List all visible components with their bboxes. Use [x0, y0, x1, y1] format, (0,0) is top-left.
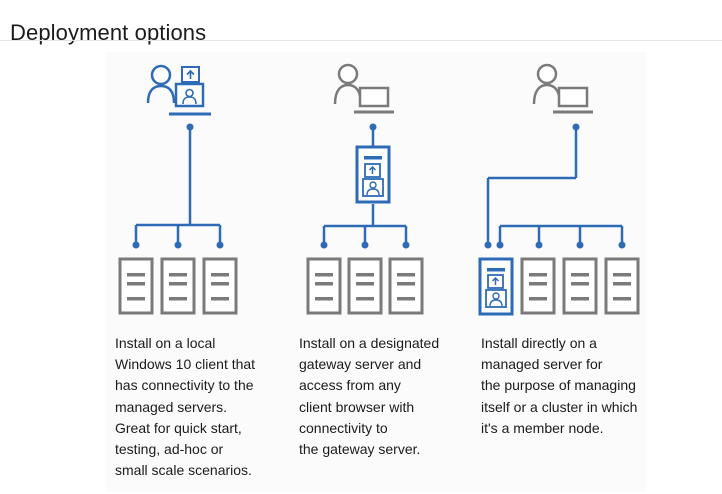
person-icon	[333, 63, 363, 106]
managed-server-with-app-icon	[478, 257, 514, 316]
connector-dot	[484, 241, 492, 249]
connector-dot	[132, 241, 140, 249]
person-icon	[532, 63, 562, 106]
connector-dot	[186, 123, 194, 131]
connector-dot	[496, 241, 504, 249]
server-icon	[347, 257, 383, 315]
option-managed-server-caption: Install directly on a managed server for…	[481, 335, 638, 436]
server-icon	[520, 257, 556, 315]
connector-dot	[572, 123, 580, 131]
server-icon	[562, 257, 598, 315]
option-local-client-diagram	[118, 64, 238, 315]
option-gateway-diagram	[306, 63, 424, 315]
option-local-client-caption: Install on a local Windows 10 client tha…	[115, 335, 256, 479]
connector-dot	[618, 241, 626, 249]
connector-dot	[361, 241, 369, 249]
laptop-icon	[553, 86, 593, 114]
connector-dot	[369, 123, 377, 131]
connector-dot	[174, 241, 182, 249]
server-icon	[160, 257, 196, 315]
connector-dot	[216, 241, 224, 249]
title-divider	[0, 40, 722, 41]
option-gateway-caption: Install on a designated gateway server a…	[299, 335, 440, 458]
server-icon	[388, 257, 424, 315]
connector-dot	[320, 241, 328, 249]
connector-dot	[576, 241, 584, 249]
person-icon	[146, 64, 176, 104]
gateway-server-icon	[355, 145, 391, 204]
connector-dot	[402, 241, 410, 249]
server-icon	[202, 257, 238, 315]
connector-lines	[486, 127, 624, 243]
server-icon	[118, 257, 154, 315]
connector-lines	[134, 128, 222, 243]
laptop-icon	[169, 82, 211, 116]
connector-dot	[535, 241, 543, 249]
upload-icon	[181, 66, 200, 83]
option-managed-server-diagram	[478, 63, 640, 316]
server-icon	[306, 257, 342, 315]
server-icon	[604, 257, 640, 315]
laptop-icon	[354, 86, 394, 114]
